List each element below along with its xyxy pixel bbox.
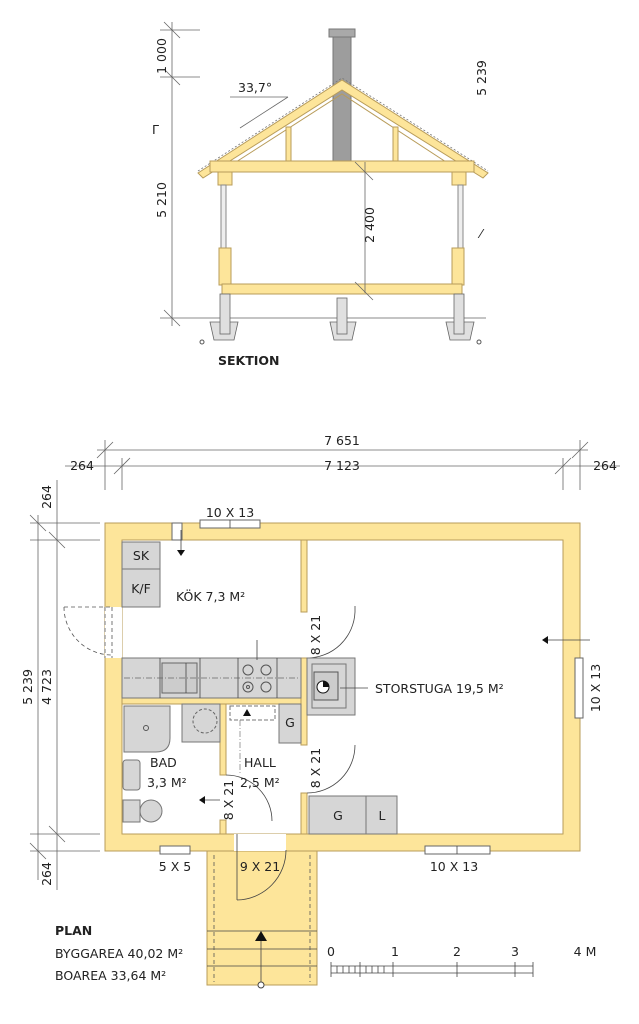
hall-wardrobe [278,703,302,744]
washbasin [122,759,141,791]
tie-beam [209,160,475,173]
byggarea: BYGGAREA 40,02 M² [55,946,183,961]
dim-5239-depth: 5 239 [20,669,35,705]
toilet [122,799,163,823]
scale-2: 2 [453,944,461,959]
dim-264-top: 264 [39,485,54,509]
room-storstuga: STORSTUGA 19,5 M² [375,681,504,696]
label-door-entry: 9 X 21 [240,859,280,874]
plan-title: PLAN [55,923,92,938]
label-l: L [379,808,386,823]
wall-kok-storstuga [300,539,308,613]
scale-0: 0 [327,944,335,959]
scale-1: 1 [391,944,399,959]
roof-angle: 33,7° [238,80,272,95]
floor-beam [221,283,463,295]
boarea: BOAREA 33,64 M² [55,968,166,983]
roof-rafter [197,79,489,179]
label-kf: K/F [131,581,151,596]
label-window-top: 10 X 13 [206,505,254,520]
label-door-hall: 8 X 21 [308,748,323,788]
label-window-bad: 5 X 5 [159,859,191,874]
room-bad-area: 3,3 M² [147,775,187,790]
chimney [332,36,352,162]
window-bottom [424,845,491,855]
dim-264-bottom: 264 [39,862,54,886]
label-g-hall: G [285,715,295,730]
label-door-kok: 8 X 21 [308,615,323,655]
shower [123,705,171,753]
label-window-bottom: 10 X 13 [430,859,478,874]
linen-l [365,795,398,835]
dim-5210: 5 210 [154,182,169,218]
mark-left: Γ [152,122,159,137]
label-g: G [333,808,343,823]
room-hall-area: 2,5 M² [240,775,280,790]
window-right [574,657,584,719]
wall-kok-bad [121,697,302,705]
scale-3: 3 [511,944,519,959]
dim-7651: 7 651 [324,433,360,448]
scale-4: 4 M [574,944,597,959]
dim-264-left: 264 [70,458,94,473]
sk-cabinet [121,541,161,570]
section-drawing: 1 000 5 210 5 239 Γ ⁄ 33,7° 2 400 [152,21,489,368]
room-hall: HALL [244,755,276,770]
foundations [209,293,475,341]
room-kok: KÖK 7,3 M² [176,588,245,604]
outer-walls [104,522,581,852]
washing-machine [181,703,221,743]
scale-bar: 0 1 2 3 4 M [327,944,596,977]
wall-bad-hall [219,703,227,776]
dim-7123: 7 123 [324,458,360,473]
dim-264-right: 264 [593,458,617,473]
mark-right: ⁄ [477,226,485,241]
window-bad [159,845,191,855]
dim-4723: 4 723 [39,669,54,705]
dim-1000: 1 000 [154,38,169,74]
stove [242,664,272,693]
dim-2400: 2 400 [362,207,377,243]
room-bad: BAD [150,755,177,770]
label-window-right: 10 X 13 [588,664,603,712]
dim-5239: 5 239 [474,60,489,96]
section-title: SEKTION [218,353,280,368]
label-door-bad: 8 X 21 [221,780,236,820]
plan-drawing: 7 651 7 123 264 264 5 239 4 723 264 264 [20,433,620,989]
chimney-cap [328,28,356,38]
label-sk: SK [133,548,150,563]
kf-fridge [121,568,161,608]
